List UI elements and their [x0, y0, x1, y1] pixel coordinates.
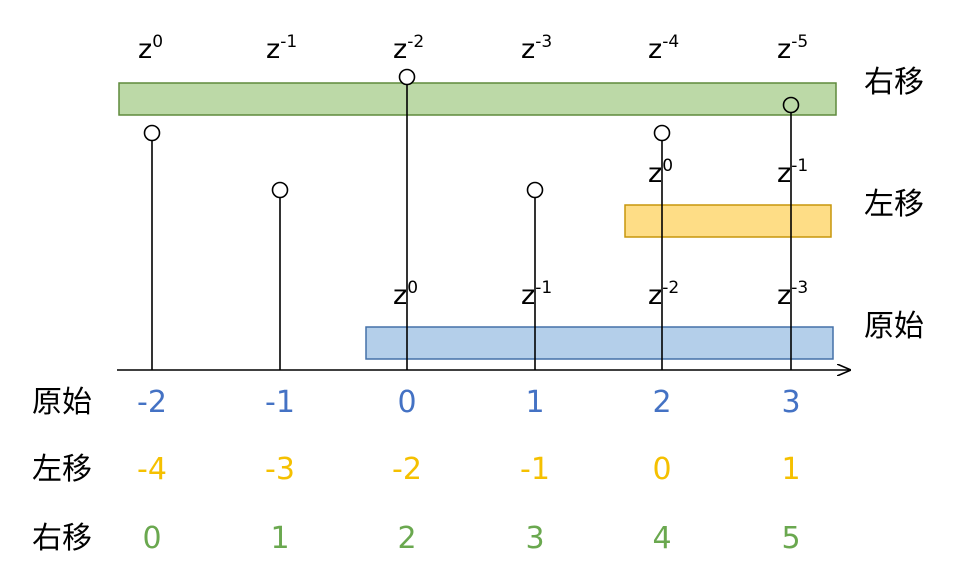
original-z-label: z-1: [521, 278, 552, 311]
stem-marker: [782, 96, 800, 114]
left-index-value: -2: [392, 452, 422, 487]
left-index-value: -3: [265, 452, 295, 487]
left-index-value: -4: [137, 452, 167, 487]
left-shift-side-label: 左移: [864, 187, 924, 222]
right-index-value: 4: [652, 521, 671, 556]
stem-marker: [271, 181, 289, 199]
left-index-value: 0: [652, 452, 671, 487]
left-shift-z-label: z0: [648, 156, 673, 189]
stem-plot: [143, 68, 800, 370]
original-row-label: 原始: [32, 385, 92, 420]
right-index-value: 2: [397, 521, 416, 556]
original-index-value: 3: [781, 385, 800, 420]
left-row-label: 左移: [32, 452, 92, 487]
right-shift-z-label: z0: [138, 32, 163, 65]
z-power-labels: z0 z-1 z-2 z-3 z-4 z-5 z0 z-1 z0 z-1 z-2 z-3: [138, 32, 808, 311]
right-shift-z-label: z-1: [266, 32, 297, 65]
original-index-value: -2: [137, 385, 167, 420]
original-index-value: -1: [265, 385, 295, 420]
original-z-label: z-3: [777, 278, 808, 311]
right-shift-z-label: z-5: [777, 32, 808, 65]
left-shift-z-label: z-1: [777, 156, 808, 189]
left-shift-band: [624, 204, 832, 238]
stem-marker: [526, 181, 544, 199]
stem-marker: [143, 124, 161, 142]
original-index-value: 2: [652, 385, 671, 420]
right-index-value: 1: [270, 521, 289, 556]
stem-marker: [398, 68, 416, 86]
original-index-value: 0: [397, 385, 416, 420]
right-shift-z-label: z-4: [648, 32, 679, 65]
original-z-label: z0: [393, 278, 418, 311]
right-index-value: 5: [781, 521, 800, 556]
right-row-label: 右移: [32, 521, 92, 556]
index-value-rows: -2 -1 0 1 2 3 -4 -3 -2 -1 0 1 0 1 2 3 4 5: [137, 385, 801, 556]
right-index-value: 3: [525, 521, 544, 556]
stem-marker: [653, 124, 671, 142]
original-side-label: 原始: [864, 309, 924, 344]
left-index-value: 1: [781, 452, 800, 487]
right-index-value: 0: [142, 521, 161, 556]
right-shift-z-label: z-2: [393, 32, 424, 65]
right-shift-side-label: 右移: [864, 65, 924, 100]
right-shift-z-label: z-3: [521, 32, 552, 65]
left-index-value: -1: [520, 452, 550, 487]
original-z-label: z-2: [648, 278, 679, 311]
original-index-value: 1: [525, 385, 544, 420]
right-shift-band: [118, 82, 837, 116]
original-band: [365, 326, 834, 360]
